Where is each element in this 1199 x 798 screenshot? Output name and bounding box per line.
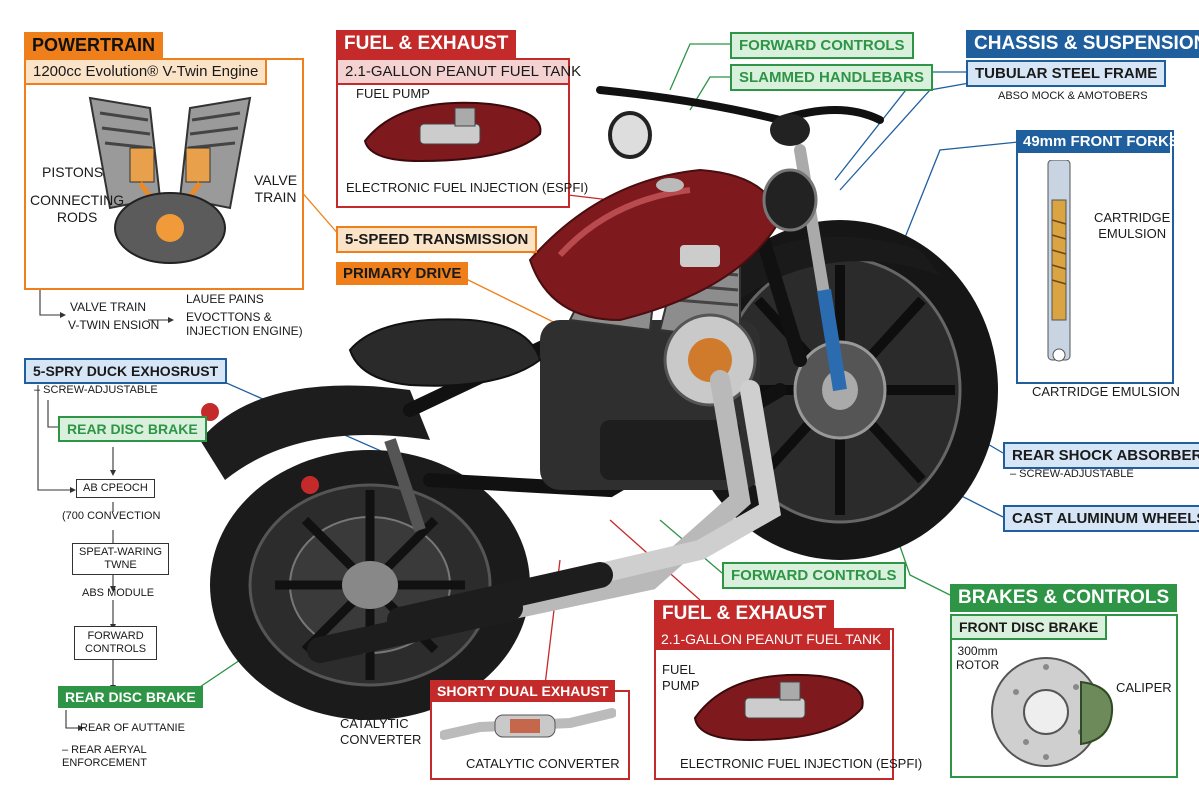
- forks-box: [1016, 130, 1174, 384]
- transmission-tag: 5-SPEED TRANSMISSION: [336, 226, 538, 254]
- rear-shock-tag: REAR SHOCK ABSORBERS: [1003, 442, 1199, 470]
- forward-controls-tag-center: FORWARD CONTROLS: [722, 562, 906, 590]
- front-disc-tag: FRONT DISC BRAKE: [950, 614, 1108, 641]
- rear-disc-brake-tag: REAR DISC BRAKE: [58, 416, 207, 443]
- brake-rotor-icon: [991, 657, 1114, 767]
- forward-controls-box-left: FORWARD CONTROLS: [74, 626, 158, 661]
- wheels-tag: CAST ALUMINUM WHEELS: [1003, 505, 1199, 533]
- pistons-label: PISTONS: [42, 164, 104, 180]
- cartridge-emulsion-label: CARTRIDGE EMULSION: [1032, 384, 1180, 399]
- rear-auttanie-note: REAR OF AUTTANIE: [80, 722, 185, 734]
- efi-label-top: ELECTRONIC FUEL INJECTION (ESPFI): [346, 180, 589, 195]
- exhaust-pipes: [307, 370, 782, 663]
- rotor-label: 300mm ROTOR: [956, 644, 1000, 673]
- catalytic-converter-box: CATALYTIC CONVERTER: [466, 756, 620, 771]
- exhaust-header: SHORTY DUAL EXHAUST: [430, 680, 616, 703]
- connecting-rods-label: CONNECTING RODS: [30, 192, 125, 225]
- chassis-header: CHASSIS & SUSPENSION: [966, 30, 1199, 58]
- fuel-exhaust-header-top: FUEL & EXHAUST: [336, 30, 517, 58]
- forward-controls-tag-top: FORWARD CONTROLS: [730, 32, 914, 60]
- rear-disc-brake-tag-2: REAR DISC BRAKE: [58, 686, 203, 709]
- engine-title: 1200cc Evolution® V-Twin Engine: [24, 58, 268, 86]
- caliper-label: CALIPER: [1116, 680, 1172, 695]
- rear-aeryal-note: – REAR AERYAL ENFORCEMENT: [62, 744, 147, 770]
- handlebars-tag: SLAMMED HANDLEBARS: [730, 64, 933, 92]
- primary-drive-tag: PRIMARY DRIVE: [336, 262, 469, 286]
- abs-module-note: ABS MODULE: [82, 587, 155, 599]
- forks-tag: 49mm FRONT FORKS: [1016, 130, 1179, 154]
- note-lauee: LAUEE PAINS: [186, 292, 264, 306]
- note-evoctons: EVOCTTONS & INJECTION ENGINE): [186, 310, 303, 339]
- note-vtwin: V-TWIN ENSION: [68, 318, 160, 332]
- tank-title-top: 2.1-GALLON PEANUT FUEL TANK: [336, 58, 581, 86]
- exhaust-tag-left: 5-SPRY DUCK EXHOSRUST: [24, 358, 228, 385]
- note-valve-train: VALVE TRAIN: [70, 300, 147, 314]
- convection-note: (700 CONVECTION: [62, 510, 161, 522]
- fork-icon: [1047, 160, 1071, 362]
- efi-label-bottom: ELECTRONIC FUEL INJECTION (ESPFI): [680, 756, 923, 771]
- brakes-header: BRAKES & CONTROLS: [950, 584, 1178, 612]
- tank-title-bottom: 2.1-GALLON PEANUT FUEL TANK: [654, 628, 890, 651]
- cartridge-emulsion-inner: CARTRIDGE EMULSION: [1094, 210, 1171, 241]
- frame-tag: TUBULAR STEEL FRAME: [966, 60, 1167, 88]
- fuel-exhaust-header-bottom: FUEL & EXHAUST: [654, 600, 835, 628]
- screw-adjustable-left: – SCREW-ADJUSTABLE: [34, 384, 158, 396]
- fuel-pump-label-bottom: FUEL PUMP: [662, 662, 700, 693]
- screw-adjustable-right: – SCREW-ADJUSTABLE: [1010, 468, 1134, 480]
- fuel-pump-label-top: FUEL PUMP: [356, 86, 430, 101]
- engine-cutaway-icon: [88, 96, 252, 264]
- ab-cpeoch-box: AB CPEOCH: [76, 479, 155, 499]
- fuel-tank-icon-top: [363, 101, 542, 163]
- fuel-tank-icon-bottom: [693, 673, 864, 742]
- motorcycle-illustration: [200, 86, 998, 720]
- frame-note: ABSO MOCK & AMOTOBERS: [998, 90, 1148, 102]
- exhaust-icon: [440, 708, 616, 740]
- catalytic-converter-center: CATALYTIC CONVERTER: [340, 716, 422, 747]
- speat-waring-box: SPEAT-WARING TWNE: [72, 543, 170, 576]
- valve-train-label: VALVE TRAIN: [254, 172, 298, 205]
- powertrain-header: POWERTRAIN: [24, 32, 163, 59]
